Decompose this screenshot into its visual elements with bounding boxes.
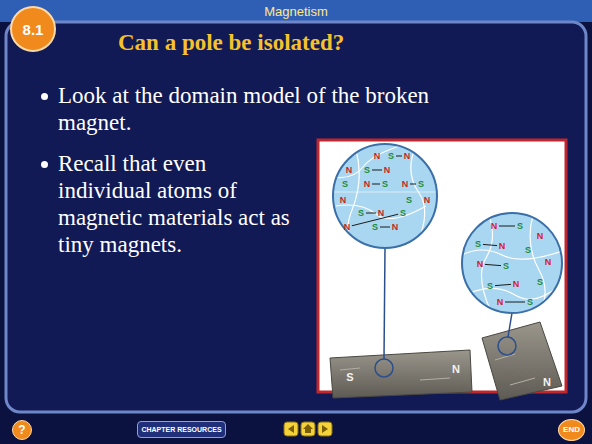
domain-pole: N [477, 260, 484, 269]
domain-pole: N [364, 180, 371, 189]
button-text: CHAPTER RESOURCES [141, 426, 221, 433]
domain-pole: N [491, 222, 498, 231]
dipole-line [380, 227, 390, 228]
domain-pole: N [537, 232, 544, 241]
bullet-dot [41, 93, 48, 100]
zoom-spot [498, 337, 516, 355]
domain-pole: S [517, 222, 523, 231]
domain-pole: S [406, 196, 412, 205]
domain-pole: N [344, 223, 351, 232]
domain-pole: N [513, 280, 520, 289]
domain-pole: S [342, 180, 348, 189]
domain-pole: S [418, 180, 424, 189]
dipole-line [483, 244, 497, 245]
zoom-spot [375, 359, 393, 377]
domain-pole: N [402, 180, 409, 189]
domain-pole: S [364, 166, 370, 175]
domain-circle [462, 213, 562, 313]
dipole-line [485, 264, 501, 265]
button-text: 8.1 [23, 22, 44, 37]
domain-pole: S [537, 278, 543, 287]
leader-line [508, 313, 512, 337]
domain-pole: N [340, 196, 347, 205]
button-text: ? [18, 424, 25, 436]
dipole-line [499, 226, 515, 227]
pole-label: S [346, 372, 353, 383]
pole-label: N [543, 377, 551, 388]
bullet-text: Recall that even individual atoms of mag… [58, 150, 298, 258]
magnet-piece [330, 350, 472, 398]
nav-button [318, 422, 332, 436]
domain-pole: S [400, 209, 406, 218]
nav-icon [322, 425, 328, 433]
domain-pole: N [404, 152, 411, 161]
leader-line [384, 248, 385, 359]
dipole-line [410, 184, 416, 185]
help-button: ? [12, 420, 32, 440]
magnet-piece [482, 322, 562, 400]
domain-pole: S [388, 152, 394, 161]
domain-pole: N [545, 258, 552, 267]
dipole-line [505, 302, 525, 303]
domain-pole: S [372, 223, 378, 232]
button-text: END [563, 426, 580, 434]
domain-pole: S [487, 282, 493, 291]
domain-pole: N [346, 166, 353, 175]
nav-button [284, 422, 298, 436]
end-button: END [558, 419, 585, 441]
nav-icon [303, 424, 313, 433]
domain-pole: S [527, 298, 533, 307]
dipole-line [372, 170, 382, 171]
domain-pole: N [384, 166, 391, 175]
domain-circle-rim [462, 213, 562, 313]
resources-button: CHAPTER RESOURCES [137, 421, 226, 438]
domain-pole: N [497, 298, 504, 307]
bullet-text: Look at the domain model of the broken m… [58, 82, 498, 136]
domain-pole: N [374, 152, 381, 161]
dipole-line [396, 156, 402, 157]
domain-walls [333, 145, 437, 253]
pole-label: N [452, 364, 460, 375]
magnet-texture [340, 354, 535, 385]
domain-pole: N [378, 209, 385, 218]
section-badge: 8.1 [10, 6, 56, 52]
slide-title: Can a pole be isolated? [118, 30, 344, 56]
content-panel [6, 22, 586, 412]
domain-circle-rim [333, 144, 437, 248]
domain-pole: N [499, 242, 506, 251]
dipole-line [366, 213, 376, 214]
domain-pole: S [358, 209, 364, 218]
dipole-line [495, 284, 511, 285]
domain-pole: S [382, 180, 388, 189]
dipole-line [372, 184, 380, 185]
bullet-dot [41, 161, 48, 168]
domain-pole: N [424, 196, 431, 205]
domain-walls [462, 213, 562, 320]
domain-pole: S [475, 240, 481, 249]
section-header: Magnetism [264, 5, 328, 18]
domain-pole: S [525, 246, 531, 255]
domain-pole: N [392, 223, 399, 232]
header-bar [0, 0, 592, 22]
domain-pole: S [503, 262, 509, 271]
nav-button [301, 422, 315, 436]
nav-icon [288, 425, 294, 433]
